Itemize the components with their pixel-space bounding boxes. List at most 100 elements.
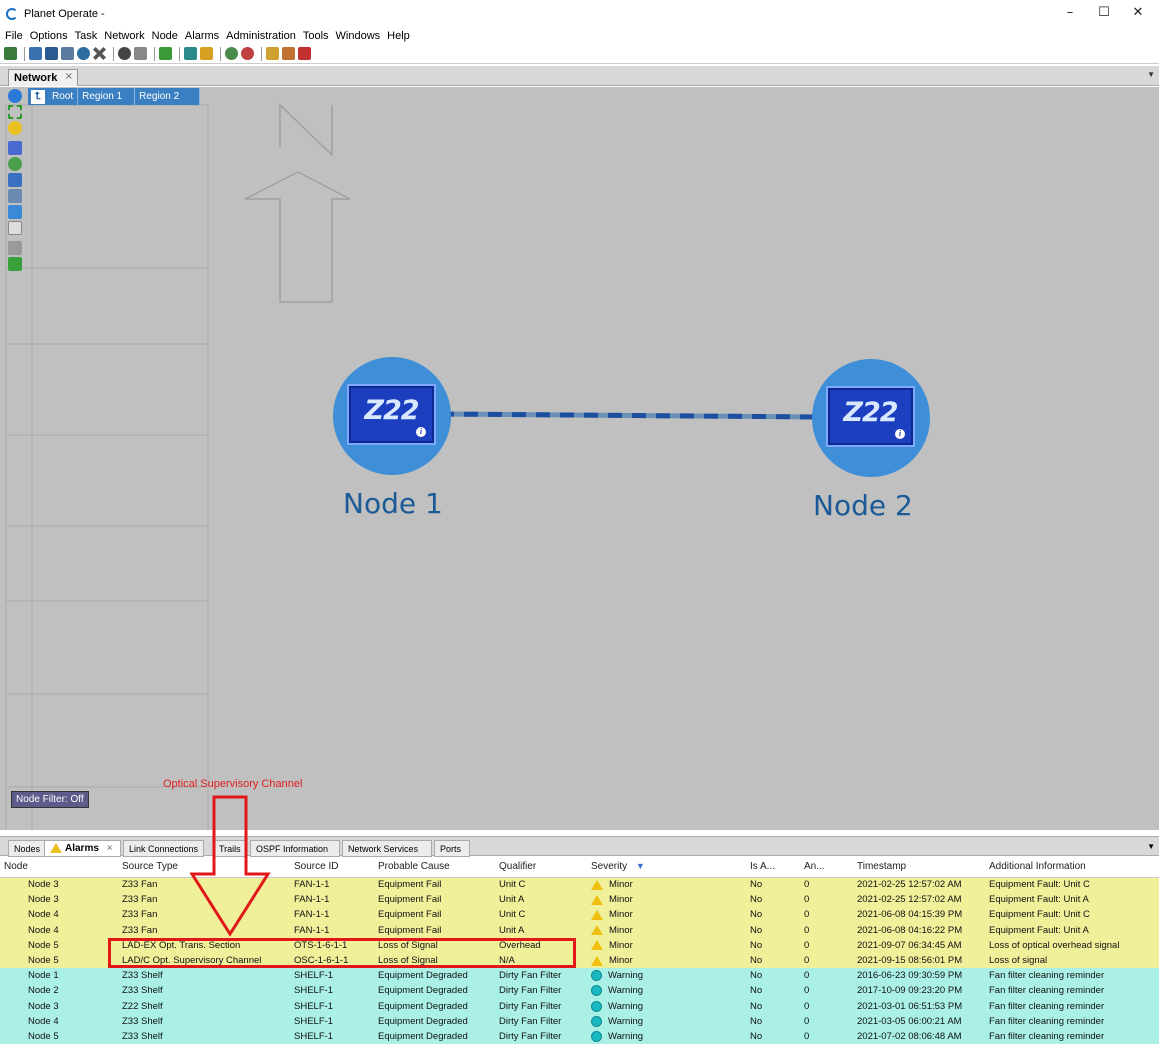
close-button[interactable]: ✕ bbox=[1132, 5, 1144, 20]
tab-alarms-close-icon[interactable]: × bbox=[106, 843, 113, 854]
network-view-icon[interactable] bbox=[29, 47, 42, 60]
column-additional-information[interactable]: Additional Information bbox=[985, 857, 1159, 878]
tab-trails[interactable]: Trails bbox=[213, 840, 247, 857]
cell-source-type: Z33 Fan bbox=[118, 877, 290, 893]
info-icon[interactable] bbox=[118, 47, 131, 60]
node-info-icon[interactable]: i bbox=[416, 427, 426, 437]
network-canvas[interactable]: ⮤ Root Region 1 Region 2 Z22 i Node 1 Z2… bbox=[0, 87, 1159, 830]
shelf-view-icon[interactable] bbox=[45, 47, 58, 60]
column-severity[interactable]: Severity ▼ bbox=[587, 857, 746, 878]
breadcrumb-up-icon[interactable]: ⮤ bbox=[31, 89, 45, 104]
add-node-icon[interactable] bbox=[8, 205, 22, 219]
tab-nodes[interactable]: Nodes bbox=[8, 840, 47, 857]
settings-icon[interactable] bbox=[200, 47, 213, 60]
zoom-icon[interactable] bbox=[8, 157, 22, 171]
alarms-table: Node Source Type Source ID Probable Caus… bbox=[0, 857, 1159, 1045]
menu-network[interactable]: Network bbox=[104, 30, 145, 42]
tab-network[interactable]: Network × bbox=[8, 69, 78, 86]
node-1[interactable]: Z22 i bbox=[333, 357, 451, 475]
calendar-icon[interactable] bbox=[134, 47, 147, 60]
menu-windows[interactable]: Windows bbox=[335, 30, 381, 42]
maximize-button[interactable]: ☐ bbox=[1098, 5, 1110, 20]
tab-alarms[interactable]: Alarms × bbox=[44, 840, 121, 857]
menu-alarms[interactable]: Alarms bbox=[184, 30, 220, 42]
select-icon[interactable] bbox=[8, 89, 22, 103]
sort-descending-icon[interactable]: ▼ bbox=[635, 861, 645, 872]
cell-timestamp: 2021-09-15 08:56:01 PM bbox=[853, 952, 985, 969]
cell-additional-information: Fan filter cleaning reminder bbox=[985, 1013, 1159, 1029]
column-source-type[interactable]: Source Type bbox=[118, 857, 290, 878]
cell-additional-information: Loss of optical overhead signal bbox=[985, 937, 1159, 953]
cell-annotation: 0 bbox=[800, 968, 853, 984]
tab-network-services[interactable]: Network Services bbox=[342, 840, 432, 857]
menu-task[interactable]: Task bbox=[74, 30, 98, 42]
column-source-id[interactable]: Source ID bbox=[290, 857, 374, 878]
dropdown-arrow-icon[interactable]: ▼ bbox=[1147, 842, 1155, 851]
tab-ospf-information[interactable]: OSPF Information bbox=[250, 840, 340, 857]
sync-icon[interactable] bbox=[8, 257, 22, 271]
column-is-acknowledged[interactable]: Is A... bbox=[746, 857, 800, 878]
help-icon[interactable] bbox=[8, 121, 22, 135]
minimize-button[interactable]: – bbox=[1066, 5, 1074, 20]
cell-node: Node 2 bbox=[0, 983, 118, 999]
cell-annotation: 0 bbox=[800, 983, 853, 999]
node-2-label: Node 2 bbox=[813, 489, 913, 522]
tree-view-icon[interactable] bbox=[4, 47, 17, 60]
layers-icon[interactable] bbox=[8, 189, 22, 203]
menu-node[interactable]: Node bbox=[151, 30, 178, 42]
column-annotation[interactable]: An... bbox=[800, 857, 853, 878]
pointer-icon[interactable] bbox=[8, 141, 22, 155]
column-node[interactable]: Node bbox=[0, 857, 118, 878]
cell-source-id: FAN-1-1 bbox=[290, 907, 374, 923]
report-icon[interactable] bbox=[266, 47, 279, 60]
node-2[interactable]: Z22 i bbox=[812, 359, 930, 477]
tab-link-connections[interactable]: Link Connections bbox=[123, 840, 205, 857]
delete-icon[interactable] bbox=[93, 47, 106, 60]
tab-network-close-icon[interactable]: × bbox=[64, 71, 73, 82]
tab-ports[interactable]: Ports bbox=[434, 840, 470, 857]
zoom-in-icon[interactable] bbox=[225, 47, 238, 60]
export-icon[interactable] bbox=[282, 47, 295, 60]
breadcrumb-region-2[interactable]: Region 2 bbox=[135, 88, 201, 105]
menu-help[interactable]: Help bbox=[387, 30, 410, 42]
globe-icon[interactable] bbox=[77, 47, 90, 60]
cell-timestamp: 2021-02-25 12:57:02 AM bbox=[853, 877, 985, 893]
cell-timestamp: 2021-03-01 06:51:53 PM bbox=[853, 998, 985, 1014]
menu-file[interactable]: File bbox=[5, 30, 23, 42]
wrench-icon[interactable] bbox=[8, 241, 22, 255]
equipment-view-icon[interactable] bbox=[61, 47, 74, 60]
node-info-icon[interactable]: i bbox=[895, 429, 905, 439]
breadcrumb-region-1[interactable]: Region 1 bbox=[78, 88, 136, 105]
node-filter-button[interactable]: Node Filter: Off bbox=[11, 791, 89, 808]
cell-annotation: 0 bbox=[800, 952, 853, 969]
flag-icon[interactable] bbox=[298, 47, 311, 60]
dcn-icon[interactable] bbox=[8, 221, 22, 235]
breadcrumb-root[interactable]: Root bbox=[48, 88, 79, 105]
column-timestamp[interactable]: Timestamp bbox=[853, 857, 985, 878]
column-qualifier[interactable]: Qualifier bbox=[495, 857, 587, 878]
pan-icon[interactable] bbox=[8, 173, 22, 187]
cell-probable-cause: Loss of Signal bbox=[374, 937, 495, 953]
node-1-device[interactable]: Z22 i bbox=[347, 384, 436, 445]
copy-icon[interactable] bbox=[184, 47, 197, 60]
node-2-device[interactable]: Z22 i bbox=[826, 386, 915, 447]
zoom-out-icon[interactable] bbox=[241, 47, 254, 60]
dropdown-arrow-icon[interactable]: ▼ bbox=[1147, 70, 1155, 79]
marquee-icon[interactable] bbox=[8, 105, 22, 119]
menu-administration[interactable]: Administration bbox=[226, 30, 296, 42]
column-probable-cause[interactable]: Probable Cause bbox=[374, 857, 495, 878]
menu-options[interactable]: Options bbox=[29, 30, 68, 42]
refresh-icon[interactable] bbox=[159, 47, 172, 60]
menu-tools[interactable]: Tools bbox=[302, 30, 329, 42]
